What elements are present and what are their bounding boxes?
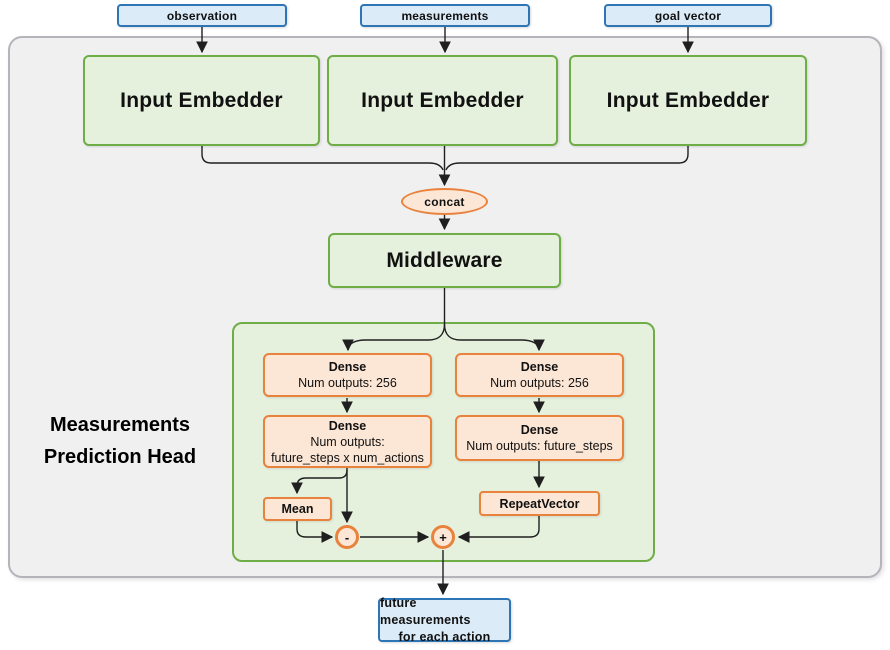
plus-operator-label: + <box>439 529 447 545</box>
repeat-vector-node: RepeatVector <box>479 491 600 516</box>
input-box-observation: observation <box>117 4 287 27</box>
dense-left-1-outputs: Num outputs: 256 <box>298 376 397 390</box>
output-box: future measurements for each action <box>378 595 511 644</box>
input-embedder-3: Input Embedder <box>569 55 807 146</box>
prediction-head-title-line2: Prediction Head <box>43 446 197 468</box>
middleware-box: Middleware <box>328 233 561 288</box>
dense-right-1-outputs: Num outputs: 256 <box>490 376 589 390</box>
middleware-label: Middleware <box>386 248 503 272</box>
minus-operator-label: - <box>344 529 350 545</box>
output-box-line1: future measurements <box>380 595 471 627</box>
dense-left-2-name: Dense <box>328 418 367 433</box>
dense-left-2: Dense Num outputs: future_steps x num_ac… <box>263 415 432 468</box>
input-box-goal-vector-label: goal vector <box>654 8 722 23</box>
dense-right-2: Dense Num outputs: future_steps <box>455 415 624 461</box>
mean-label: Mean <box>281 502 314 516</box>
output-box-line2: for each action <box>398 629 491 644</box>
dense-right-1-name: Dense <box>520 360 559 374</box>
dense-right-1: Dense Num outputs: 256 <box>455 353 624 397</box>
dense-right-2-name: Dense <box>520 423 559 437</box>
plus-operator-node: + <box>431 525 455 549</box>
dense-left-2-outputs: Num outputs: <box>310 434 385 449</box>
dense-left-1-name: Dense <box>328 360 367 374</box>
dense-left-2-outputs2: future_steps x num_actions <box>271 450 424 465</box>
concat-node: concat <box>401 188 488 215</box>
input-embedder-2: Input Embedder <box>327 55 558 146</box>
input-embedder-1: Input Embedder <box>83 55 320 146</box>
input-embedder-3-label: Input Embedder <box>606 88 770 112</box>
input-box-goal-vector: goal vector <box>604 4 772 27</box>
dense-left-1: Dense Num outputs: 256 <box>263 353 432 397</box>
input-embedder-1-label: Input Embedder <box>120 88 283 112</box>
dense-right-2-outputs: Num outputs: future_steps <box>466 439 613 453</box>
concat-label: concat <box>424 194 465 209</box>
input-box-measurements-label: measurements <box>401 8 489 23</box>
mean-node: Mean <box>263 497 332 521</box>
prediction-head-title: Measurements Prediction Head <box>15 409 225 473</box>
input-box-observation-label: observation <box>166 8 238 23</box>
prediction-head-title-line1: Measurements <box>49 414 191 436</box>
minus-operator-node: - <box>335 525 359 549</box>
input-embedder-2-label: Input Embedder <box>361 88 524 112</box>
input-box-measurements: measurements <box>360 4 530 27</box>
repeat-vector-label: RepeatVector <box>499 496 580 511</box>
